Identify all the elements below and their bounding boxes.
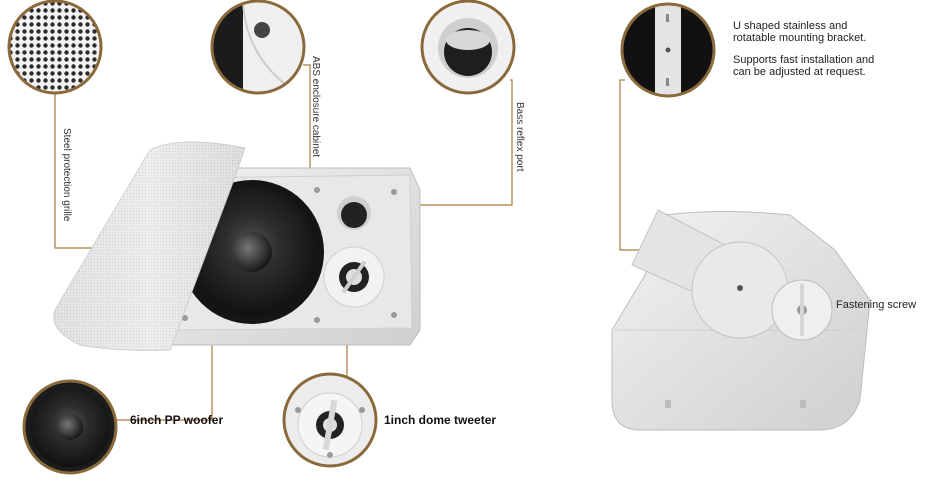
fastening-screw-label: Fastening screw: [836, 299, 917, 311]
steel-grille-label: Steel protection grille: [61, 128, 72, 222]
cabinet-closeup: [210, 0, 306, 95]
tweeter-label: 1inch dome tweeter: [384, 413, 497, 427]
speaker-grille: [53, 141, 246, 351]
woofer-closeup: [22, 379, 118, 475]
abs-cabinet-label: ABS enclosure cabinet: [310, 56, 321, 158]
bass-reflex-label: Bass reflex port: [514, 102, 525, 172]
grille-closeup: [7, 0, 103, 95]
rear-speaker: [611, 209, 871, 431]
install-description-line1: Supports fast installation and: [733, 54, 875, 66]
tweeter-closeup: [282, 372, 378, 468]
port-closeup: [420, 0, 516, 95]
bracket-description-line2: rotatable mounting bracket.: [733, 32, 867, 44]
bracket-description-line1: U shaped stainless and: [733, 20, 848, 32]
woofer-label: 6inch PP woofer: [130, 413, 224, 427]
bracket-closeup: [620, 2, 716, 98]
install-description-line2: can be adjusted at request.: [733, 66, 866, 78]
